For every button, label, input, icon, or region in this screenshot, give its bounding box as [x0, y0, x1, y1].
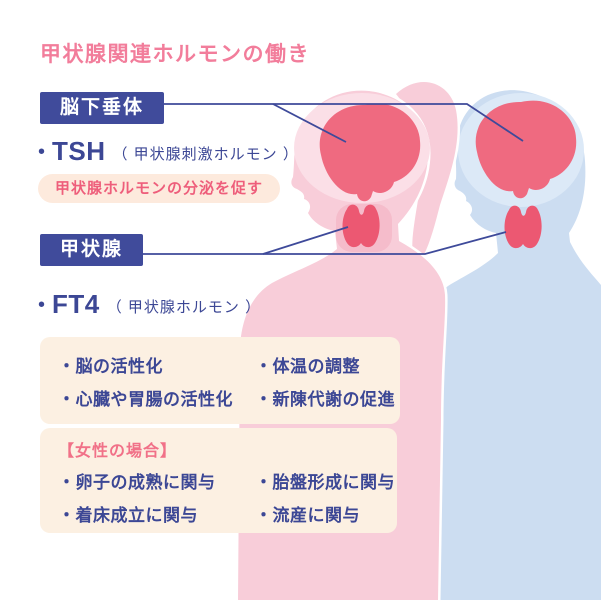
connector-lines — [127, 103, 524, 255]
tsh-paren-label: （ 甲状腺刺激ホルモン ） — [112, 145, 299, 163]
female-case-item: ・流産に関与 — [255, 506, 360, 525]
ft4-bullet: • — [38, 293, 46, 316]
ft4-paren-label: （ 甲状腺ホルモン ） — [106, 298, 262, 316]
ft4-effects-box: ・脳の活性化 ・体温の調整 ・心臓や胃腸の活性化 ・新陳代謝の促進 — [40, 337, 400, 424]
page-title: 甲状腺関連ホルモンの働き — [40, 43, 310, 66]
effect-item: ・新陳代謝の促進 — [255, 390, 395, 409]
female-case-item: ・着床成立に関与 — [58, 506, 198, 525]
effect-item: ・体温の調整 — [255, 357, 360, 376]
pituitary-label-box: 脳下垂体 — [40, 92, 165, 124]
ft4-hormone-row: • FT4 （ 甲状腺ホルモン ） — [38, 289, 261, 320]
female-case-item: ・卵子の成熟に関与 — [58, 473, 216, 492]
male-thyroid — [504, 205, 542, 249]
ft4-abbr: FT4 — [52, 289, 100, 319]
thyroid-label-box: 甲状腺 — [40, 234, 144, 266]
effect-item: ・脳の活性化 — [58, 357, 163, 376]
effect-item: ・心臓や胃腸の活性化 — [58, 390, 233, 409]
tsh-effect-pill: 甲状腺ホルモンの分泌を促す — [38, 174, 281, 203]
tsh-abbr: TSH — [52, 136, 106, 166]
male-silhouette — [416, 90, 601, 600]
tsh-bullet: • — [38, 140, 46, 163]
male-brain — [475, 100, 577, 199]
female-case-box: 【女性の場合】 ・卵子の成熟に関与 ・胎盤形成に関与 ・着床成立に関与 ・流産に… — [40, 428, 397, 533]
tsh-hormone-row: • TSH （ 甲状腺刺激ホルモン ） — [38, 136, 299, 167]
female-case-item: ・胎盤形成に関与 — [255, 473, 395, 492]
female-brain — [319, 103, 421, 202]
female-case-heading: 【女性の場合】 — [58, 443, 178, 460]
pituitary-connector-branch — [272, 103, 347, 143]
thyroid-connector-line — [127, 231, 507, 255]
pituitary-connector-line — [157, 103, 524, 142]
female-thyroid — [342, 204, 380, 248]
thyroid-connector-branch — [262, 226, 349, 255]
